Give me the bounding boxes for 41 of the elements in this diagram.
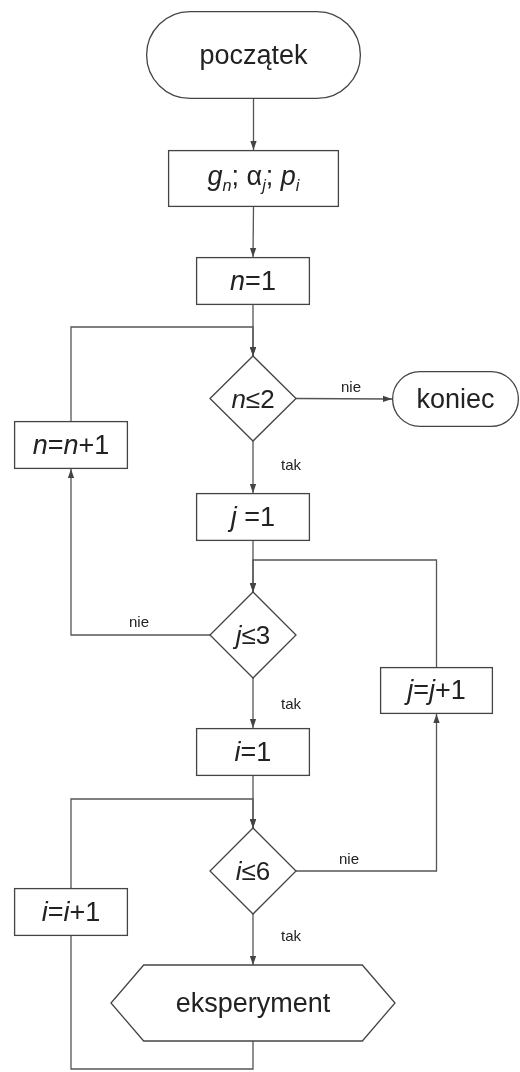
node-label: początek	[199, 41, 308, 69]
node-label: n=1	[230, 267, 276, 295]
decision-diamond	[210, 592, 296, 678]
node-label: i=i+1	[41, 898, 101, 926]
node-label: eksperyment	[175, 989, 331, 1017]
node-label: j≤3	[235, 622, 271, 648]
flow-arrow	[249, 559, 438, 668]
flow-arrow	[249, 440, 257, 494]
flow-arrow	[249, 677, 257, 729]
edge-label: nie	[340, 379, 363, 394]
flow-arrow	[250, 98, 257, 151]
node-label: i=1	[234, 738, 272, 766]
process-box	[196, 493, 310, 541]
edge-label: tak	[280, 928, 302, 943]
node-label: koniec	[416, 385, 495, 413]
process-box	[14, 888, 128, 936]
node-label: g$_{n}$; α$_{j}$; p$_{i}$	[207, 163, 300, 194]
flow-arrow	[295, 713, 440, 872]
flow-arrow	[249, 913, 257, 966]
process-box	[14, 421, 128, 469]
flow-arrow	[249, 206, 257, 258]
edge-label: tak	[280, 696, 302, 711]
process-box	[168, 150, 339, 207]
flow-arrow	[295, 395, 393, 403]
flow-arrow	[67, 468, 211, 636]
flow-arrow	[70, 326, 257, 422]
node-label: n≤2	[231, 385, 275, 412]
node-label: n=n+1	[32, 431, 110, 459]
flow-arrow	[70, 798, 257, 889]
preparation-hexagon	[111, 965, 395, 1041]
edge-label: nie	[338, 851, 361, 866]
edge-label: nie	[128, 614, 151, 629]
terminal-shape	[392, 371, 519, 427]
process-box	[196, 728, 310, 776]
edge-label: tak	[280, 457, 302, 472]
node-label: i≤6	[235, 858, 271, 884]
process-box	[196, 257, 310, 305]
process-box	[380, 667, 493, 714]
connector-line	[70, 935, 254, 1070]
decision-diamond	[210, 356, 296, 441]
decision-diamond	[210, 828, 296, 914]
